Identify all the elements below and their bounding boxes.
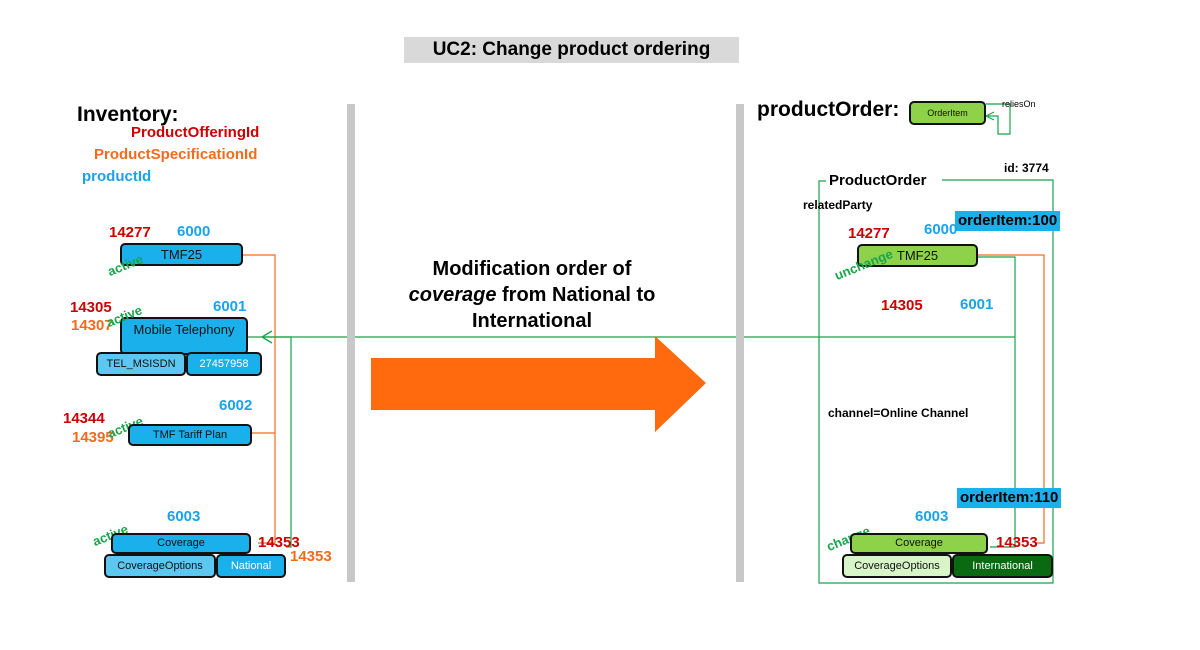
coverage-specification-id: 14353 — [290, 548, 332, 565]
order-item-100-tag: orderItem:100 — [955, 211, 1061, 231]
order-item-110-tag: orderItem:110 — [957, 488, 1062, 508]
inventory-tmf25-box[interactable]: TMF25 — [120, 243, 243, 266]
order-coverage-char-options-label: CoverageOptions — [854, 560, 940, 572]
related-party-label: relatedParty — [803, 198, 873, 212]
coverage-product-id: 6003 — [167, 508, 201, 525]
product-order-heading: productOrder: — [757, 98, 900, 121]
inventory-heading: Inventory: — [77, 103, 179, 126]
modification-line-3: International — [471, 310, 592, 332]
order-coverage-char-options[interactable]: CoverageOptions — [842, 554, 952, 578]
legend-specification-id: ProductSpecificationId — [94, 146, 258, 163]
mobile-char-msisdn[interactable]: TEL_MSISDN — [96, 352, 186, 376]
modification-description: Modification order of coverage from Nati… — [392, 256, 672, 334]
coverage-char-national[interactable]: National — [216, 554, 286, 578]
order-item-legend-box[interactable]: OrderItem — [909, 101, 986, 125]
inventory-tmf25-label: TMF25 — [160, 247, 203, 262]
product-order-frame — [818, 179, 1054, 584]
legend-product-id: productId — [82, 168, 152, 185]
order-tmf25-offering-id: 14277 — [848, 225, 890, 242]
right-separator — [736, 104, 744, 582]
order-mobile-offering-id: 14305 — [881, 297, 923, 314]
modification-coverage-word: coverage — [408, 284, 497, 306]
order-coverage-product-id: 6003 — [915, 508, 949, 525]
order-to-inventory-arrowhead — [260, 330, 273, 344]
tmf25-product-id: 6000 — [177, 223, 211, 240]
mobile-offering-id: 14305 — [70, 299, 112, 316]
inventory-spec-connector — [243, 254, 276, 544]
coverage-offering-id: 14353 — [258, 534, 300, 551]
order-mobile-product-id: 6001 — [960, 296, 994, 313]
mobile-char-value-label: 27457958 — [199, 358, 249, 370]
order-tmf25-product-id: 6000 — [924, 221, 958, 238]
tariff-offering-id: 14344 — [63, 410, 105, 427]
order-relation-connector — [978, 256, 1016, 548]
modification-arrow — [371, 336, 706, 432]
relies-on-label: reliesOn — [1002, 99, 1036, 109]
tariff-product-id: 6002 — [219, 397, 253, 414]
modification-line-2: coverage from National to — [392, 282, 672, 308]
mobile-product-id: 6001 — [213, 298, 247, 315]
order-coverage-offering-id: 14353 — [996, 534, 1038, 551]
left-separator — [347, 104, 355, 582]
inventory-tariff-label: TMF Tariff Plan — [152, 429, 228, 441]
order-coverage-char-international[interactable]: International — [952, 554, 1053, 578]
modification-line-1: Modification order of — [432, 258, 632, 280]
inventory-coverage-label: Coverage — [157, 537, 205, 549]
order-item-legend-label: OrderItem — [927, 108, 968, 118]
coverage-char-options-label: CoverageOptions — [117, 560, 203, 572]
channel-label: channel=Online Channel — [828, 406, 969, 420]
inventory-tariff-box[interactable]: TMF Tariff Plan — [128, 424, 252, 446]
tariff-specification-id: 14395 — [72, 429, 114, 446]
inventory-coverage-box[interactable]: Coverage — [111, 533, 251, 554]
order-coverage-char-international-label: International — [972, 560, 1033, 572]
modification-line-2-rest: from National to — [496, 284, 656, 306]
inventory-mobile-label: Mobile Telephony — [133, 322, 235, 337]
coverage-char-options[interactable]: CoverageOptions — [104, 554, 216, 578]
relies-on-arrowhead — [984, 111, 995, 121]
order-id: id: 3774 — [1004, 161, 1049, 175]
order-coverage-box[interactable]: Coverage — [850, 533, 988, 554]
tmf25-offering-id: 14277 — [109, 224, 151, 241]
coverage-char-national-label: National — [230, 560, 272, 572]
order-tmf25-box[interactable]: TMF25 — [857, 244, 978, 267]
inventory-mobile-box[interactable]: Mobile Telephony — [120, 317, 248, 355]
product-order-frame-label: ProductOrder — [829, 172, 927, 189]
page-title: UC2: Change product ordering — [404, 37, 739, 63]
order-spec-connector — [978, 254, 1045, 544]
order-tmf25-label: TMF25 — [896, 248, 939, 263]
legend-offering-id: ProductOfferingId — [131, 124, 260, 141]
mobile-specification-id: 14307 — [71, 317, 113, 334]
mobile-char-msisdn-label: TEL_MSISDN — [106, 358, 176, 370]
relies-on-loop — [986, 103, 1011, 135]
mobile-char-value[interactable]: 27457958 — [186, 352, 262, 376]
order-coverage-label: Coverage — [895, 537, 943, 549]
